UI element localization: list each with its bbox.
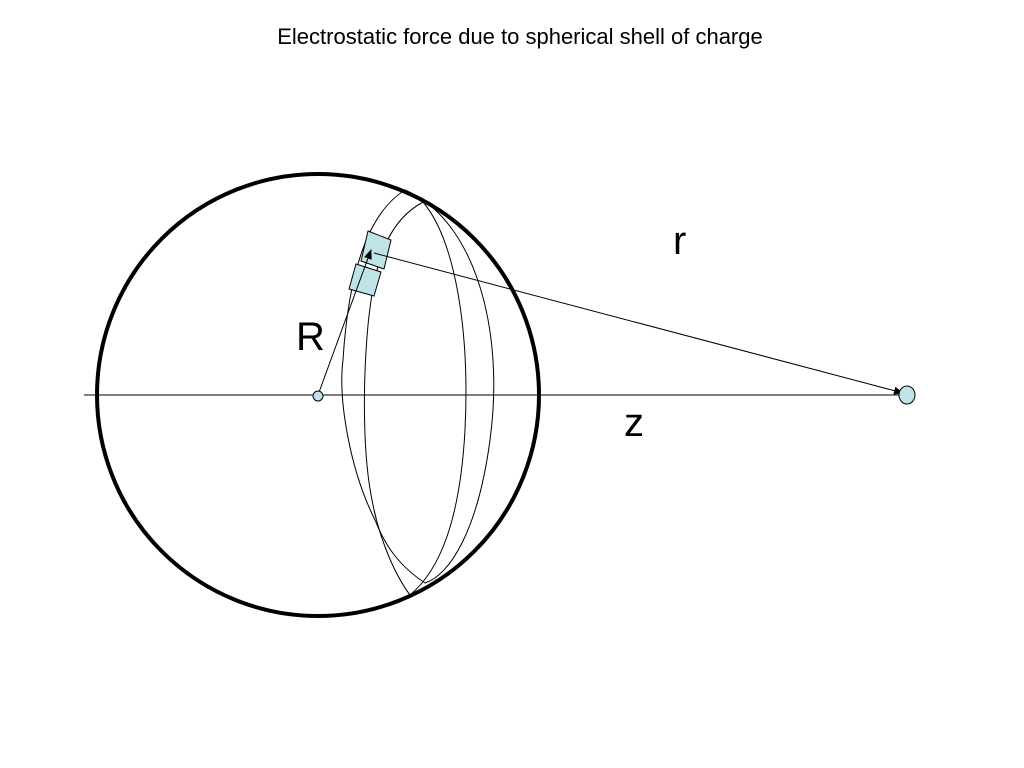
distance-label: r: [673, 219, 686, 263]
diagram-title: Electrostatic force due to spherical she…: [277, 24, 763, 49]
charge-element: [348, 230, 392, 297]
axis-distance-label: z: [624, 401, 644, 445]
ring-band-outer: [341, 189, 495, 584]
shell-center-point: [312, 390, 324, 402]
distance-vector: [373, 252, 904, 395]
ring-band-inner: [363, 201, 467, 596]
spherical-shell: [95, 172, 541, 618]
test-charge-point: [898, 385, 916, 405]
radius-label: R: [296, 315, 325, 359]
radius-vector: [317, 249, 372, 396]
